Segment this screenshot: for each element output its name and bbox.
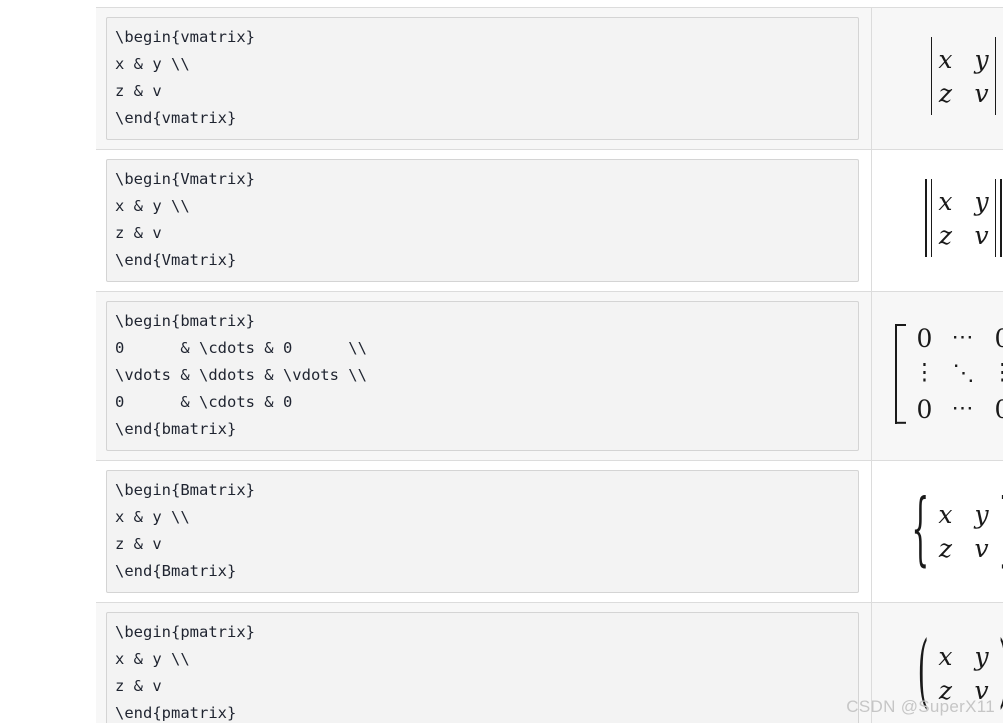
matrix-cell: 0 bbox=[994, 394, 1003, 424]
left-parenthesis-delimiter: ( bbox=[917, 627, 929, 720]
matrix-cell: z bbox=[938, 676, 953, 705]
latex-matrix-environments-table: \begin{vmatrix} x & y \\ z & v \end{vmat… bbox=[96, 7, 1003, 723]
table-row: \begin{vmatrix} x & y \\ z & v \end{vmat… bbox=[96, 7, 1003, 150]
matrix-cell: z bbox=[938, 534, 953, 563]
matrix-grid: x y z v bbox=[928, 502, 998, 561]
matrix-cell: v bbox=[974, 78, 989, 108]
left-vertical-bar-delimiter bbox=[930, 37, 933, 115]
right-double-bar-delimiter bbox=[994, 179, 1002, 257]
matrix-grid: x y z v bbox=[932, 189, 994, 248]
code-block[interactable]: \begin{vmatrix} x & y \\ z & v \end{vmat… bbox=[106, 17, 859, 140]
bar-stroke bbox=[1000, 179, 1002, 257]
matrix-cell: v bbox=[974, 220, 989, 250]
right-curly-brace-delimiter: } bbox=[998, 491, 1003, 571]
rendered-math-cell: ( x y z v ) bbox=[871, 602, 1003, 723]
left-curly-brace-delimiter: { bbox=[911, 485, 930, 578]
matrix-cell: y bbox=[974, 642, 989, 671]
matrix-cell: x bbox=[938, 642, 953, 671]
matrix-grid: x y z v bbox=[928, 644, 998, 703]
rendered-matrix-bmatrix: 0 ⋯ 0 ⋮ ⋱ ⋮ 0 ⋯ 0 bbox=[894, 323, 1003, 424]
rendered-math-cell: { x y z v } bbox=[871, 460, 1003, 603]
rendered-matrix-Bmatrix: { x y z v } bbox=[911, 485, 1003, 578]
table-row: \begin{Bmatrix} x & y \\ z & v \end{Bmat… bbox=[96, 460, 1003, 603]
matrix-cell-vdots: ⋮ bbox=[913, 359, 936, 387]
matrix-cell-vdots: ⋮ bbox=[992, 361, 1003, 384]
latex-source-cell: \begin{Vmatrix} x & y \\ z & v \end{Vmat… bbox=[96, 149, 872, 292]
bar-stroke bbox=[994, 179, 997, 257]
table-row: \begin{bmatrix} 0 & \cdots & 0 \\ \vdots… bbox=[96, 291, 1003, 461]
matrix-cell: y bbox=[974, 500, 989, 529]
matrix-cell-cdots: ⋯ bbox=[951, 325, 976, 350]
bar-stroke bbox=[925, 179, 927, 257]
matrix-grid: 0 ⋯ 0 ⋮ ⋱ ⋮ 0 ⋯ 0 bbox=[906, 326, 1003, 422]
matrix-cell: x bbox=[938, 186, 953, 216]
right-vertical-bar-delimiter bbox=[994, 37, 997, 115]
matrix-cell-cdots: ⋯ bbox=[951, 396, 976, 421]
matrix-cell: z bbox=[938, 220, 953, 250]
matrix-cell: x bbox=[938, 44, 953, 74]
table-row: \begin{Vmatrix} x & y \\ z & v \end{Vmat… bbox=[96, 149, 1003, 292]
matrix-cell: z bbox=[938, 78, 953, 108]
rendered-math-cell: x y z v bbox=[871, 149, 1003, 292]
matrix-cell: y bbox=[974, 44, 989, 74]
code-block[interactable]: \begin{bmatrix} 0 & \cdots & 0 \\ \vdots… bbox=[106, 301, 859, 451]
latex-source-cell: \begin{pmatrix} x & y \\ z & v \end{pmat… bbox=[96, 602, 872, 723]
matrix-cell: 0 bbox=[916, 394, 933, 424]
matrix-cell: v bbox=[974, 676, 989, 705]
matrix-grid: x y z v bbox=[932, 47, 994, 106]
table-row: \begin{pmatrix} x & y \\ z & v \end{pmat… bbox=[96, 602, 1003, 723]
rendered-matrix-Vmatrix: x y z v bbox=[925, 179, 1002, 257]
matrix-cell: y bbox=[974, 186, 989, 216]
left-square-bracket-delimiter bbox=[894, 323, 906, 424]
latex-source-cell: \begin{Bmatrix} x & y \\ z & v \end{Bmat… bbox=[96, 460, 872, 603]
latex-source-cell: \begin{bmatrix} 0 & \cdots & 0 \\ \vdots… bbox=[96, 291, 872, 461]
matrix-cell: v bbox=[974, 534, 989, 563]
left-double-bar-delimiter bbox=[925, 179, 933, 257]
rendered-math-cell: 0 ⋯ 0 ⋮ ⋱ ⋮ 0 ⋯ 0 bbox=[871, 291, 1003, 461]
rendered-matrix-vmatrix: x y z v bbox=[930, 37, 997, 115]
table-body: \begin{vmatrix} x & y \\ z & v \end{vmat… bbox=[96, 7, 1003, 723]
code-block[interactable]: \begin{Bmatrix} x & y \\ z & v \end{Bmat… bbox=[106, 470, 859, 593]
right-parenthesis-delimiter: ) bbox=[998, 633, 1003, 713]
code-block[interactable]: \begin{pmatrix} x & y \\ z & v \end{pmat… bbox=[106, 612, 859, 723]
code-block[interactable]: \begin{Vmatrix} x & y \\ z & v \end{Vmat… bbox=[106, 159, 859, 282]
matrix-cell: 0 bbox=[994, 323, 1003, 353]
matrix-cell: 0 bbox=[916, 323, 933, 353]
matrix-cell: x bbox=[938, 500, 953, 529]
rendered-math-cell: x y z v bbox=[871, 7, 1003, 150]
bar-stroke bbox=[930, 179, 933, 257]
latex-source-cell: \begin{vmatrix} x & y \\ z & v \end{vmat… bbox=[96, 7, 872, 150]
rendered-matrix-pmatrix: ( x y z v ) bbox=[917, 627, 1003, 720]
matrix-cell-ddots: ⋱ bbox=[952, 360, 975, 386]
